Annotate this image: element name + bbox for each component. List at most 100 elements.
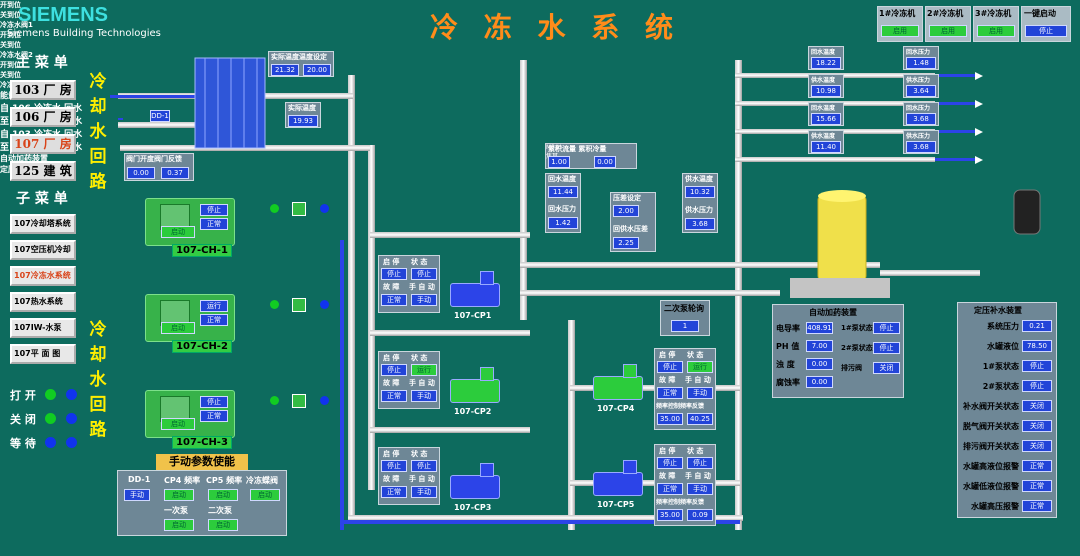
manual-valve[interactable]: 启动: [250, 489, 280, 501]
manual-dd[interactable]: 手动: [124, 489, 150, 501]
secondary-pump-2-icon[interactable]: [593, 472, 643, 496]
pump-head2: 状 态: [411, 258, 428, 266]
one-key-button[interactable]: 停止: [1025, 25, 1067, 37]
ret-press-label: 回水压力: [548, 205, 576, 213]
chiller-control-button[interactable]: 启用: [881, 25, 919, 37]
makeup-row-value: 关闭: [1022, 420, 1052, 432]
pump-motor-icon: [623, 364, 637, 378]
primary-pump-3-icon[interactable]: [450, 475, 500, 499]
pump-run-button[interactable]: 停止: [381, 460, 407, 472]
chiller-screen-icon: [160, 300, 190, 326]
close-label: 关到位: [0, 41, 21, 49]
manual-cp5[interactable]: 启动: [208, 489, 238, 501]
main-menu-item-4[interactable]: 125 建 筑: [10, 161, 76, 181]
chiller-cmd-button[interactable]: 启动: [161, 418, 195, 430]
sub-menu-item-5[interactable]: 107IW-水泵: [10, 318, 76, 338]
pump-mode[interactable]: 手动: [687, 387, 713, 399]
chiller-cmd-button[interactable]: 启动: [161, 226, 195, 238]
supply-panel: 供水温度 10.32 供水压力 3.68: [682, 173, 718, 233]
manual-panel: DD-1 手动 CP4 频率 启动 CP5 频率 启动 冷冻蝶阀 启动 一次泵 …: [117, 470, 287, 536]
pump-mode[interactable]: 手动: [411, 390, 437, 402]
return-flow-panel: 回水温度 11.44 回水压力 1.42: [545, 173, 581, 233]
branch-temp-label: 供水温度: [811, 133, 836, 140]
main-menu-item-3[interactable]: 107 厂 房: [10, 134, 76, 154]
pump-run-button[interactable]: 停止: [381, 268, 407, 280]
tower-actual-temp: 21.32: [271, 64, 299, 76]
pump-head1: 启 停: [659, 351, 676, 359]
manual-sec1[interactable]: 启动: [164, 519, 194, 531]
diff-fb: 2.25: [613, 237, 639, 249]
acc-flow: 1.00: [548, 156, 570, 168]
tower-temp-set[interactable]: 20.00: [303, 64, 331, 76]
primary-pump-1-icon[interactable]: [450, 283, 500, 307]
makeup-row-label: 水罐高压报警: [971, 502, 1019, 511]
chiller-control-button[interactable]: 启用: [977, 25, 1015, 37]
open-indicator-icon: [270, 396, 279, 405]
sub-menu-item-3[interactable]: 107冷冻水系统: [10, 266, 76, 286]
valve-actuator-icon[interactable]: [292, 298, 306, 312]
tower-return-label: 实际温度: [288, 104, 316, 112]
open-label: 开到位: [0, 1, 21, 9]
pump-freq-set[interactable]: 35.00: [657, 413, 683, 425]
primary-pump-1-panel: 启 停状 态停止停止故 障手 自 动正常手动: [378, 255, 440, 313]
main-menu-item-1[interactable]: 103 厂 房: [10, 80, 76, 100]
chiller-name: 107-CH-3: [172, 436, 232, 449]
tower-return-panel: 实际温度 19.93: [285, 102, 321, 128]
pump-motor-icon: [480, 367, 494, 381]
close-label: 关到位: [0, 71, 21, 79]
pump-freq-set[interactable]: 35.00: [657, 509, 683, 521]
manual-valve-label: 冷冻蝶阀: [246, 476, 278, 485]
chiller-cmd-button[interactable]: 启动: [161, 322, 195, 334]
valve-open[interactable]: 0.00: [127, 167, 155, 179]
acc-panel: 累积流量 累积冷量 1.00 M3/H 0.00 焦耳: [545, 143, 637, 169]
branch-temp-label: 供水温度: [811, 77, 836, 84]
supply-temp: 10.32: [685, 186, 715, 198]
valve-panel: 阀门开度阀门反馈 0.00 0.37: [124, 153, 194, 181]
pump-fault-label: 故 障: [383, 283, 400, 291]
dosing-row-value: 0.00: [806, 358, 833, 370]
pump-mode[interactable]: 手动: [687, 483, 713, 495]
chiller-state: 正常: [200, 410, 228, 422]
branch-temp: 18.22: [811, 57, 841, 69]
pump-fault: 正常: [657, 387, 683, 399]
chiller-state: 正常: [200, 218, 228, 230]
dosing-panel-title: 自动加药装置: [809, 308, 857, 317]
open-label: 开到位: [0, 61, 21, 69]
pump-motor-icon: [480, 271, 494, 285]
dosing-title: 自动加药装置: [0, 153, 1080, 164]
ret-temp: 11.44: [548, 186, 578, 198]
pump-run-button[interactable]: 停止: [657, 361, 683, 373]
pump-head1: 启 停: [659, 447, 676, 455]
diff-fb-label: 回供水压差: [613, 225, 648, 233]
diff-set[interactable]: 2.00: [613, 205, 639, 217]
pump-mode[interactable]: 手动: [411, 294, 437, 306]
sub-menu-item-6[interactable]: 107平 面 图: [10, 344, 76, 364]
manual-sec2[interactable]: 启动: [208, 519, 238, 531]
primary-pump-2-icon[interactable]: [450, 379, 500, 403]
secondary-count-value[interactable]: 1: [671, 320, 699, 332]
valve-actuator-icon[interactable]: [292, 394, 306, 408]
chiller-control-1: 1#冷冻机启用: [877, 6, 923, 42]
sub-menu-item-4[interactable]: 107热水系统: [10, 292, 76, 312]
dosing-row-value: 0.00: [806, 376, 833, 388]
sub-menu-item-1[interactable]: 107冷却塔系统: [10, 214, 76, 234]
dosing-row-value: 408.91: [806, 322, 833, 334]
supply-press-label: 供水压力: [685, 206, 713, 214]
acc-unit: M3/H: [546, 144, 562, 151]
pump-run-button[interactable]: 停止: [657, 457, 683, 469]
manual-cp4[interactable]: 启动: [164, 489, 194, 501]
chiller-state: 正常: [200, 314, 228, 326]
pump-mode[interactable]: 手动: [411, 486, 437, 498]
pump-state: 停止: [687, 457, 713, 469]
main-menu-item-2[interactable]: 106 厂 房: [10, 107, 76, 127]
makeup-row-label: 水罐液位: [987, 342, 1019, 351]
chiller-control-button[interactable]: 启用: [929, 25, 967, 37]
secondary-pump-1-icon[interactable]: [593, 376, 643, 400]
pump-run-button[interactable]: 停止: [381, 364, 407, 376]
manual-cp5-label: CP5 频率: [206, 476, 243, 485]
sub-menu-item-2[interactable]: 107空压机冷却: [10, 240, 76, 260]
valve-actuator-icon[interactable]: [292, 202, 306, 216]
